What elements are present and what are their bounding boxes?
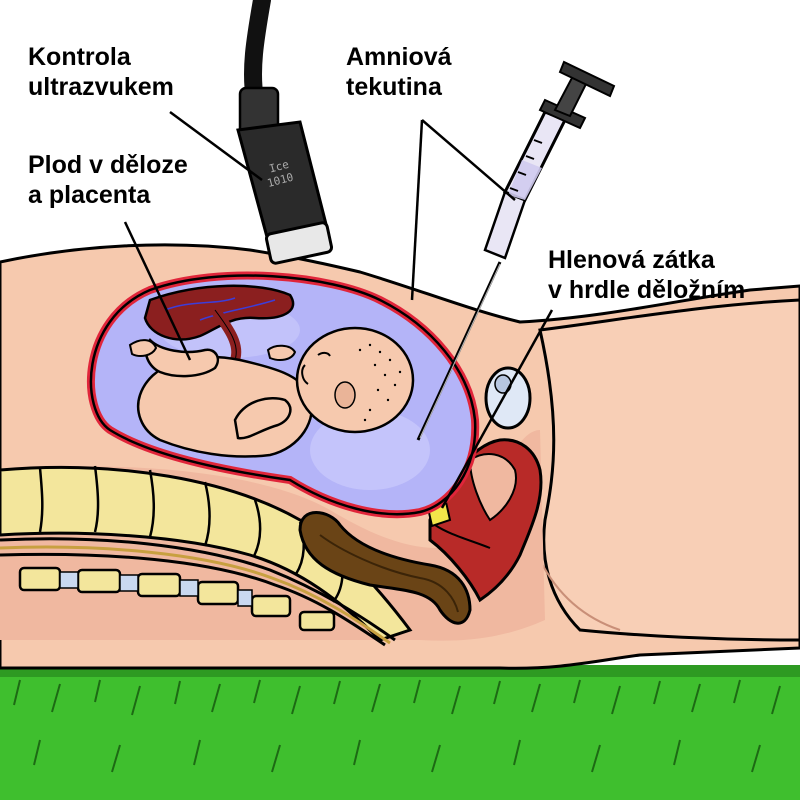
label-ultrasound-line1: Kontrola [28,43,131,71]
label-amniotic-line1: Amniová [346,43,452,71]
label-plug-line2: v hrdle děložním [548,276,746,304]
label-fetus-line1: Plod v děloze [28,151,188,179]
label-plug-line1: Hlenová zátka [548,246,715,274]
label-mucus-plug: Hlenová zátka v hrdle děložním [548,245,745,305]
probe-brand-text: Ice [268,158,291,176]
intestine [298,511,472,625]
label-fetus-placenta: Plod v děloze a placenta [28,150,188,210]
ultrasound-probe: Ice 1010 [236,0,334,265]
label-amniotic-fluid: Amniová tekutina [346,42,452,102]
label-fetus-line2: a placenta [28,181,151,209]
leader-lines [123,110,554,509]
label-amniotic-line2: tekutina [346,73,442,101]
grass-ground [0,665,800,800]
fetus [128,326,415,458]
label-ultrasound-check: Kontrola ultrazvukem [28,42,174,102]
placenta [143,284,295,362]
syringe [416,60,616,441]
label-ultrasound-line2: ultrazvukem [28,73,174,101]
